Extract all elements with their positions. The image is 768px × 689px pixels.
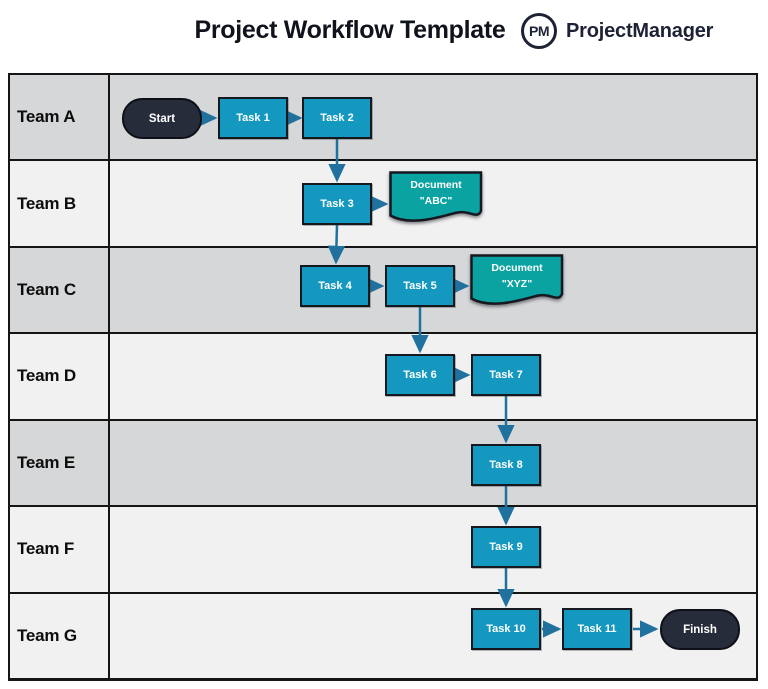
task-10-node: Task 10 xyxy=(471,608,541,650)
task-1-node: Task 1 xyxy=(218,97,288,139)
document-xyz-line2: "XYZ" xyxy=(501,277,533,290)
task-2-node: Task 2 xyxy=(302,97,372,139)
lane-label-team-b: Team B xyxy=(10,161,110,246)
document-xyz-node: Document "XYZ" xyxy=(470,254,564,311)
header: Project Workflow Template PM ProjectMana… xyxy=(0,0,768,70)
lane-container: Team A Team B Team C Team D Team E Team … xyxy=(10,75,756,678)
lane-label-team-e: Team E xyxy=(10,420,110,506)
task-8-node: Task 8 xyxy=(471,444,541,486)
lane-team-e: Team E xyxy=(10,418,756,506)
start-node: Start xyxy=(122,98,202,139)
node-layer: Start Task 1 Task 2 Task 3 Task 4 Task 5… xyxy=(10,75,756,678)
document-shape-icon xyxy=(389,171,483,222)
document-abc-line1: Document xyxy=(410,179,462,191)
flow-arrows xyxy=(198,109,659,638)
lane-team-f: Team F xyxy=(10,505,756,592)
lane-label-team-d: Team D xyxy=(10,334,110,419)
lane-team-d: Team D xyxy=(10,332,756,419)
task-9-node: Task 9 xyxy=(471,526,541,568)
swimlane-diagram: Team A Team B Team C Team D Team E Team … xyxy=(8,73,758,681)
lane-label-team-a: Team A xyxy=(10,75,110,160)
task-6-node: Task 6 xyxy=(385,354,455,396)
document-abc-line2: "ABC" xyxy=(419,194,453,207)
document-xyz-line1: Document xyxy=(491,262,543,274)
lane-label-team-f: Team F xyxy=(10,507,110,592)
lane-label-team-g: Team G xyxy=(10,593,110,678)
brand-name: ProjectManager xyxy=(566,19,714,42)
pm-logo-icon: PM xyxy=(521,13,557,49)
task-3-node: Task 3 xyxy=(302,183,372,225)
document-shape-icon xyxy=(470,254,564,305)
pm-logo-monogram: PM xyxy=(529,23,550,39)
finish-node: Finish xyxy=(660,609,740,650)
task-5-node: Task 5 xyxy=(385,265,455,307)
page-title: Project Workflow Template xyxy=(194,16,506,44)
brand-logo: PM ProjectManager xyxy=(521,13,713,49)
lane-label-team-c: Team C xyxy=(10,247,110,333)
task-7-node: Task 7 xyxy=(471,354,541,396)
task-11-node: Task 11 xyxy=(562,608,632,650)
task-4-node: Task 4 xyxy=(300,265,370,307)
document-abc-node: Document "ABC" xyxy=(389,171,483,228)
